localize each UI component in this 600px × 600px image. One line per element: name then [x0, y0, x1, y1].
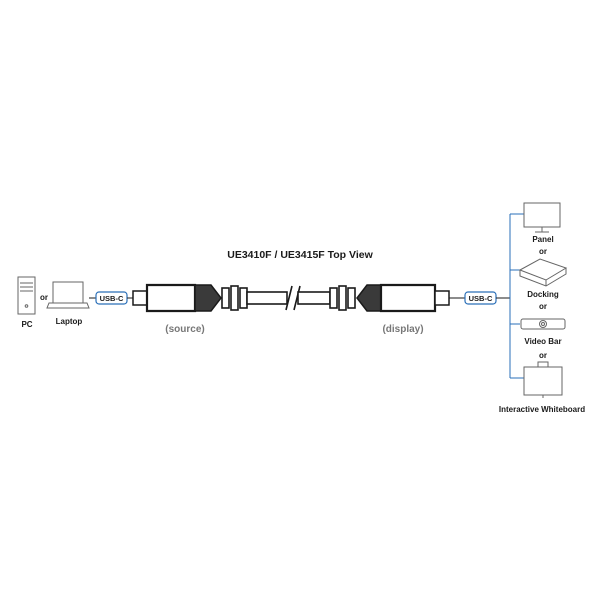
interactive-whiteboard-icon: [523, 361, 563, 398]
laptop-label: Laptop: [56, 317, 83, 326]
cable-segment-right: [297, 291, 331, 305]
docking-station-icon: [518, 258, 568, 287]
source-connector-cap: [194, 284, 222, 312]
source-strain-relief: [221, 285, 248, 311]
interactive-whiteboard-label: Interactive Whiteboard: [499, 405, 585, 414]
or-label-right-2: or: [539, 302, 547, 311]
or-label-right-1: or: [539, 247, 547, 256]
source-plug-tip: [132, 290, 148, 306]
video-bar-label: Video Bar: [524, 337, 561, 346]
display-plug-tip: [434, 290, 450, 306]
device-bracket: [509, 213, 524, 379]
left-usbc-label: USB-C: [100, 294, 124, 303]
or-label-right-3: or: [539, 351, 547, 360]
diagram-title: UE3410F / UE3415F Top View: [227, 249, 373, 261]
laptop-icon: [46, 281, 90, 309]
pc-tower-icon: [17, 276, 36, 315]
display-connector-body: [379, 283, 437, 313]
video-bar-icon: [520, 318, 566, 330]
pc-label: PC: [21, 320, 32, 329]
source-label: (source): [165, 324, 204, 335]
cable-segment-left: [246, 291, 288, 305]
display-label: (display): [382, 324, 423, 335]
or-label-left: or: [40, 293, 48, 302]
cable-break-icon: [285, 285, 301, 311]
display-connector-cap: [356, 284, 382, 312]
docking-label: Docking: [527, 290, 559, 299]
display-strain-relief: [329, 285, 356, 311]
right-usbc-label: USB-C: [469, 294, 493, 303]
panel-label: Panel: [532, 235, 553, 244]
panel-monitor-icon: [523, 202, 561, 233]
source-connector-body: [145, 283, 197, 313]
